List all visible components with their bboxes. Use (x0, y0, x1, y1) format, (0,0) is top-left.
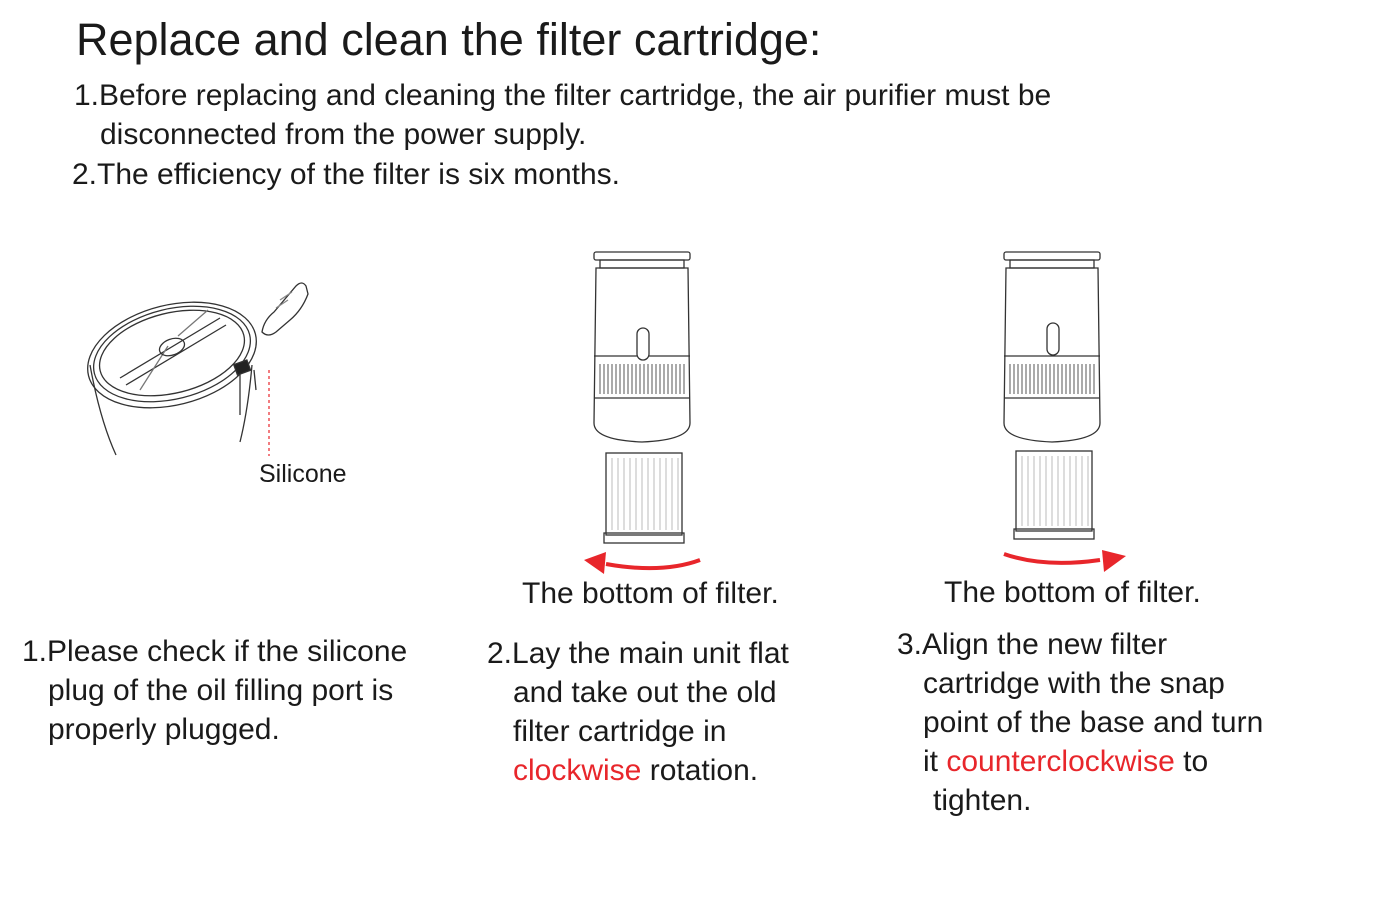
step-1-line-3: properly plugged. (48, 713, 280, 746)
step-2-line-3: filter cartridge in (513, 715, 727, 748)
counterclockwise-highlight: counterclockwise (946, 745, 1175, 778)
step-3-line-5: tighten. (933, 784, 1032, 817)
note-1-line-1: 1.Before replacing and cleaning the filt… (74, 79, 1052, 112)
step-3-line-4-prefix: it (923, 745, 947, 778)
note-2: 2.The efficiency of the filter is six mo… (72, 155, 620, 194)
step-2: 2.Lay the main unit flat and take out th… (487, 634, 789, 790)
step-3-line-3: point of the base and turn (923, 706, 1264, 739)
step-3-line-2: cartridge with the snap (923, 667, 1225, 700)
silicone-plug-illustration (87, 282, 309, 456)
step-1-line-2: plug of the oil filling port is (48, 674, 394, 707)
page-title: Replace and clean the filter cartridge: (76, 14, 822, 65)
step-3-line-1: 3.Align the new filter (897, 628, 1168, 661)
figure-3-caption: The bottom of filter. (944, 576, 1201, 609)
step-2-line-4: clockwise rotation. (487, 751, 789, 790)
step-2-line-4-rest: rotation. (641, 754, 759, 787)
step-1-line-1: 1.Please check if the silicone (22, 635, 408, 668)
note-1-line-2: disconnected from the power supply. (100, 118, 587, 151)
step-2-line-2: and take out the old (513, 676, 777, 709)
figure-2-caption: The bottom of filter. (522, 577, 779, 610)
filter-removal-illustration (584, 251, 701, 574)
step-1: 1.Please check if the silicone plug of t… (22, 632, 407, 749)
step-3-line-4: it counterclockwise to (897, 742, 1263, 781)
step-2-line-1: 2.Lay the main unit flat (487, 637, 789, 670)
note-2-line-1: 2.The efficiency of the filter is six mo… (72, 158, 621, 191)
step-3-line-4-rest: to (1174, 745, 1209, 778)
step-3: 3.Align the new filter cartridge with th… (897, 625, 1263, 820)
silicone-label: Silicone (259, 460, 347, 488)
filter-install-illustration (1003, 251, 1126, 572)
clockwise-highlight: clockwise (513, 754, 642, 787)
note-1: 1.Before replacing and cleaning the filt… (74, 76, 1051, 154)
